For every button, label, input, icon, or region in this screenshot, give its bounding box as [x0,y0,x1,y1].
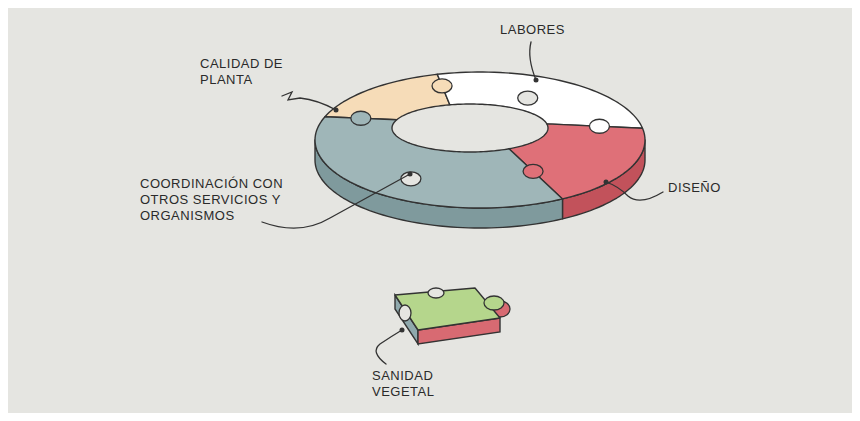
puzzle-knob [432,79,452,93]
callout-label: CALIDAD DE PLANTA [200,56,290,88]
puzzle-piece [437,72,642,128]
background [8,8,852,413]
puzzle-knob [518,91,538,105]
callout-label: COORDINACIÓN CON OTROS SERVICIOS Y ORGAN… [140,176,310,224]
leader-dot [408,172,413,177]
callout-label: SANIDAD VEGETAL [372,368,462,400]
leader-line [282,92,336,110]
puzzle-knob [523,164,543,178]
leader-line [262,174,410,228]
callout-label: DISEÑO [668,180,748,196]
piece-notch [399,305,411,321]
leader-line [530,42,536,80]
leader-dot [400,328,405,333]
leader-line [606,182,663,200]
ring-top [315,72,645,208]
loose-piece [395,288,510,344]
puzzle-piece [325,74,450,119]
leader-dot [604,180,609,185]
piece-knob [484,296,504,310]
leader-line [376,330,402,364]
piece-top [395,288,500,330]
callout-label: LABORES [500,22,580,38]
puzzle-knob [401,172,421,186]
leader-dot [534,78,539,83]
puzzle-piece [315,117,563,208]
leader-dot [334,108,339,113]
piece-notch [428,288,444,298]
puzzle-knob [351,111,371,125]
puzzle-knob [589,119,609,133]
